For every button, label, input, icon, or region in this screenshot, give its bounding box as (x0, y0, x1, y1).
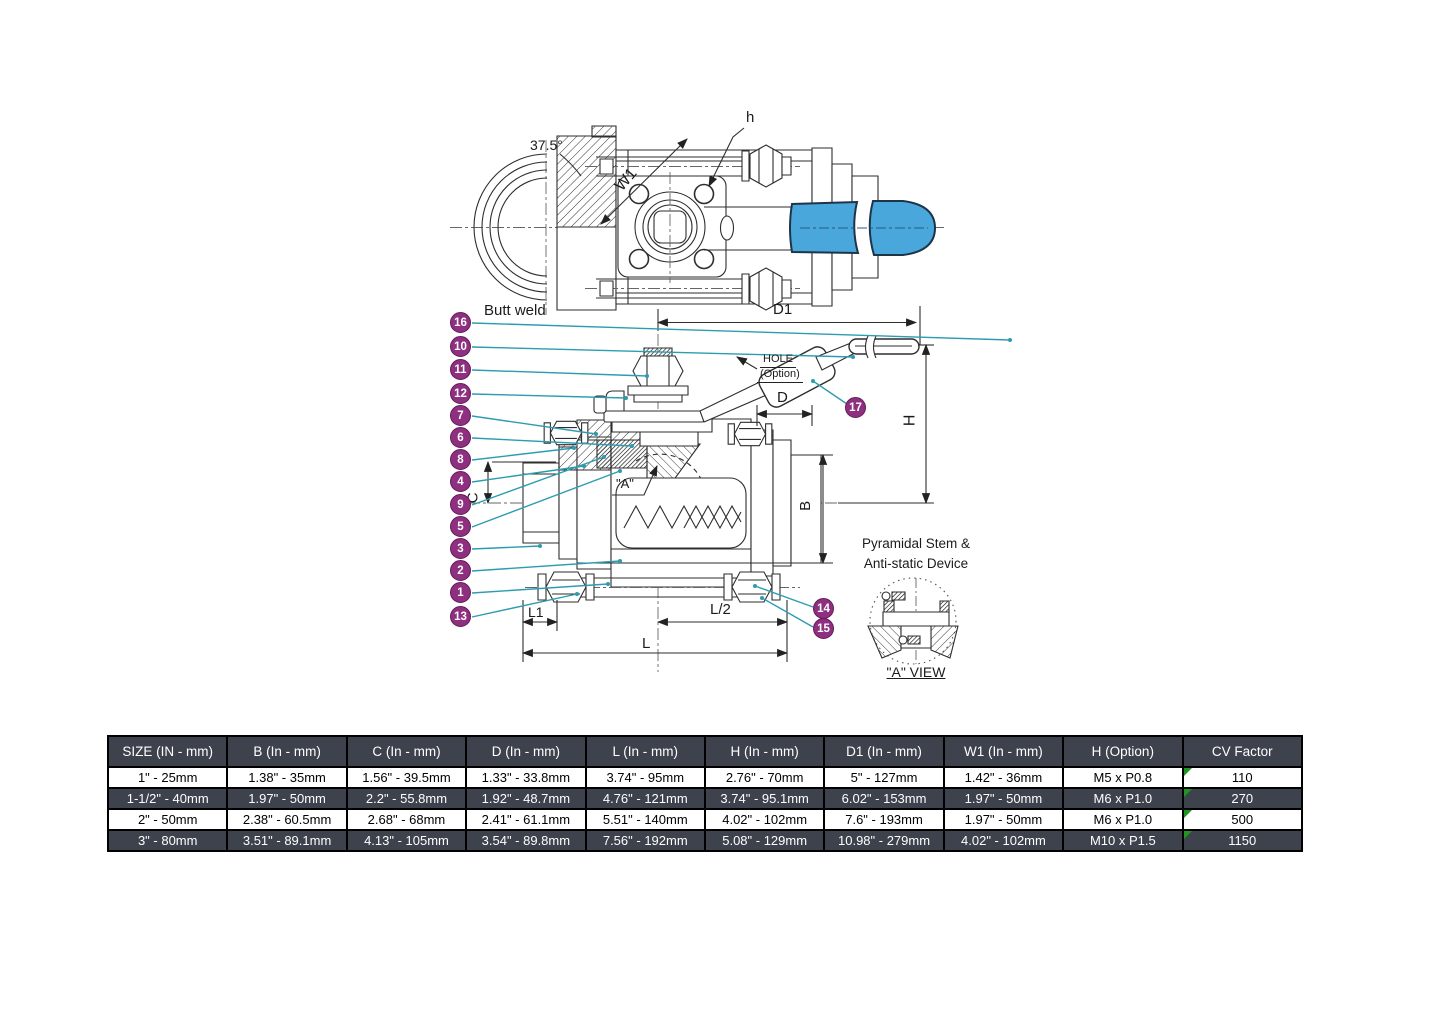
detail-title-line2: Anti-static Device (863, 556, 969, 571)
column-header: C (In - mm) (345, 735, 468, 768)
table-cell: 1.33" - 33.8mm (465, 766, 587, 789)
table-cell: 4.02" - 102mm (942, 829, 1065, 852)
callout-4: 4 (450, 471, 471, 492)
callout-17: 17 (845, 397, 866, 418)
table-cell: 1-1/2" - 40mm (106, 787, 229, 810)
callout-3: 3 (450, 538, 471, 559)
table-cell: M10 x P1.5 (1062, 829, 1184, 852)
column-header: W1 (In - mm) (942, 735, 1065, 768)
table-cell: 2.41" - 61.1mm (465, 808, 587, 831)
d1-dim-label: D1 (773, 301, 793, 318)
table-cell: 5" - 127mm (823, 766, 945, 789)
table-cell: 500 (1181, 808, 1304, 831)
table-cell: 3.54" - 89.8mm (465, 829, 587, 852)
detail-view (868, 578, 958, 664)
table-cell: 3.74" - 95.1mm (703, 787, 826, 810)
table-cell: 10.98" - 279mm (823, 829, 945, 852)
b-dim-label: B (797, 500, 815, 511)
l1-dim-label: L1 (528, 604, 544, 620)
callout-15: 15 (813, 618, 834, 639)
h-hole-label: h (746, 109, 755, 126)
callout-14: 14 (813, 598, 834, 619)
callout-10: 10 (450, 336, 471, 357)
callout-8: 8 (450, 449, 471, 470)
callout-2: 2 (450, 560, 471, 581)
table-cell: 1150 (1181, 829, 1304, 852)
a-ref-label: "A" (616, 476, 634, 491)
table-cell: 2.38" - 60.5mm (226, 808, 348, 831)
dimensions-table: SIZE (IN - mm)B (In - mm)C (In - mm)D (I… (106, 735, 1304, 852)
table-cell: 1" - 25mm (106, 766, 229, 789)
leader-lines (472, 323, 1012, 627)
a-view-caption: "A" VIEW (886, 664, 946, 680)
butt-weld-label: Butt weld (484, 302, 546, 319)
table-cell: 3" - 80mm (106, 829, 229, 852)
table-cell: 4.13" - 105mm (345, 829, 468, 852)
column-header: D (In - mm) (465, 735, 587, 768)
table-cell: 3.74" - 95mm (584, 766, 706, 789)
table-cell: 1.56" - 39.5mm (345, 766, 468, 789)
column-header: CV Factor (1181, 735, 1304, 768)
callout-9: 9 (450, 494, 471, 515)
table-cell: 5.08" - 129mm (703, 829, 826, 852)
table-cell: 2.76" - 70mm (703, 766, 826, 789)
table-cell: 1.97" - 50mm (942, 808, 1065, 831)
callout-16: 16 (450, 312, 471, 333)
column-header: H (In - mm) (703, 735, 826, 768)
table-cell: 5.51" - 140mm (584, 808, 706, 831)
table-cell: M6 x P1.0 (1062, 808, 1184, 831)
hole-option-label-line2: (Option) (757, 368, 803, 383)
table-cell: M6 x P1.0 (1062, 787, 1184, 810)
callout-11: 11 (450, 359, 471, 380)
table-cell: 7.6" - 193mm (823, 808, 945, 831)
hole-option-label-line1: HOLE (760, 353, 796, 368)
section-view (468, 334, 934, 672)
table-cell: 2" - 50mm (106, 808, 229, 831)
table-cell: 1.38" - 35mm (226, 766, 348, 789)
column-header: D1 (In - mm) (823, 735, 945, 768)
table-cell: 3.51" - 89.1mm (226, 829, 348, 852)
l-half-dim-label: L/2 (710, 601, 731, 618)
callout-12: 12 (450, 383, 471, 404)
h-dim-label: H (901, 414, 919, 427)
l-dim-label: L (642, 635, 651, 652)
table-cell: 1.92" - 48.7mm (465, 787, 587, 810)
column-header: H (Option) (1062, 735, 1184, 768)
table-cell: 1.97" - 50mm (942, 787, 1065, 810)
table-cell: 1.97" - 50mm (226, 787, 348, 810)
callout-7: 7 (450, 405, 471, 426)
table-cell: 270 (1181, 787, 1304, 810)
callout-6: 6 (450, 427, 471, 448)
table-cell: 4.76" - 121mm (584, 787, 706, 810)
detail-title-line1: Pyramidal Stem & (861, 536, 971, 551)
table-cell: M5 x P0.8 (1062, 766, 1184, 789)
table-cell: 1.42" - 36mm (942, 766, 1065, 789)
angle-label: 37.5° (530, 137, 563, 153)
table-cell: 6.02" - 153mm (823, 787, 945, 810)
callout-1: 1 (450, 582, 471, 603)
callout-13: 13 (450, 606, 471, 627)
table-cell: 2.68" - 68mm (345, 808, 468, 831)
top-view (450, 126, 944, 345)
callout-5: 5 (450, 516, 471, 537)
column-header: B (In - mm) (226, 735, 348, 768)
column-header: L (In - mm) (584, 735, 706, 768)
table-cell: 2.2" - 55.8mm (345, 787, 468, 810)
table-cell: 7.56" - 192mm (584, 829, 706, 852)
table-cell: 110 (1181, 766, 1304, 789)
table-cell: 4.02" - 102mm (703, 808, 826, 831)
d-dim-label: D (777, 389, 788, 406)
column-header: SIZE (IN - mm) (106, 735, 229, 768)
